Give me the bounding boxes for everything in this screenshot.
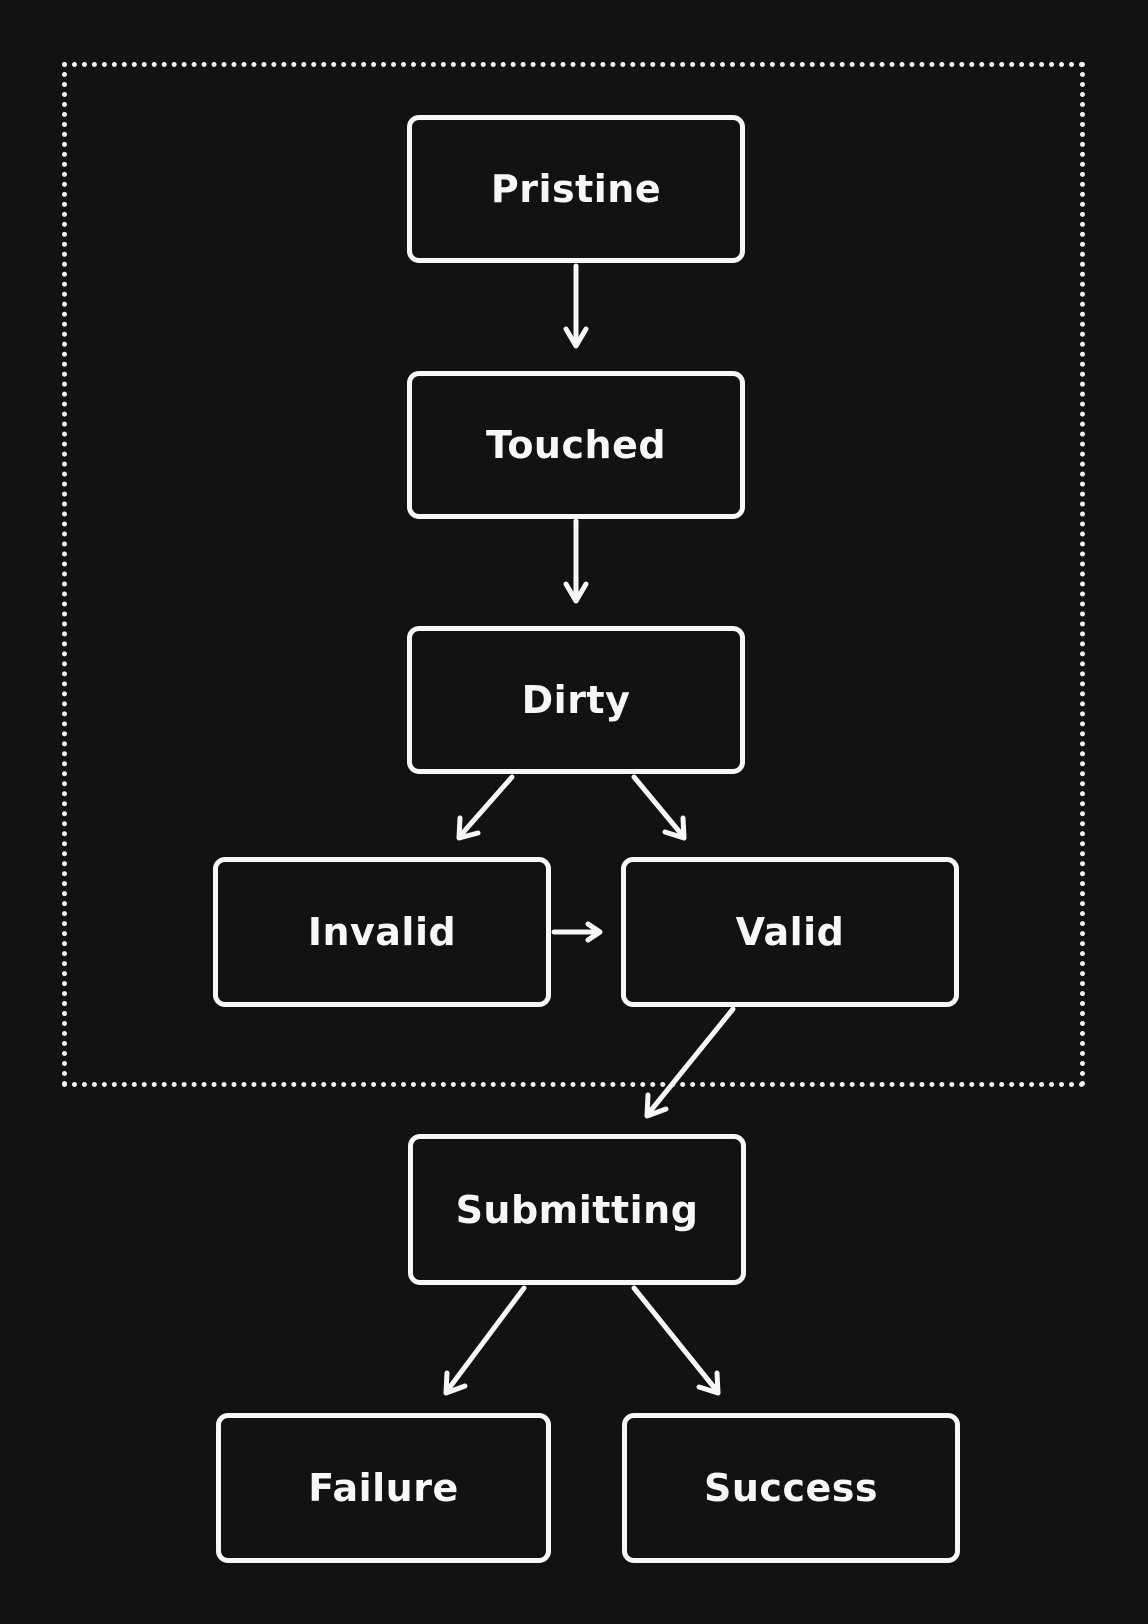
state-label-submitting: Submitting [455, 1187, 699, 1232]
state-label-pristine: Pristine [490, 167, 662, 211]
state-node-success: Success [622, 1413, 960, 1563]
edge-submitting-to-success [631, 1285, 721, 1396]
state-node-touched: Touched [407, 371, 745, 519]
state-label-touched: Touched [485, 423, 667, 467]
state-label-valid: Valid [735, 910, 845, 954]
state-label-failure: Failure [308, 1466, 459, 1510]
state-node-invalid: Invalid [213, 857, 551, 1007]
state-label-invalid: Invalid [307, 910, 457, 954]
edge-touched-to-dirty [563, 518, 589, 604]
dotted-group-boundary [62, 62, 1085, 1087]
edge-invalid-to-valid [551, 921, 603, 943]
edge-submitting-to-failure [443, 1285, 527, 1396]
edge-valid-to-submitting [644, 1006, 736, 1119]
state-node-failure: Failure [216, 1413, 551, 1563]
state-node-dirty: Dirty [407, 626, 745, 774]
edge-dirty-to-valid [631, 774, 687, 841]
state-node-pristine: Pristine [407, 115, 745, 263]
state-node-valid: Valid [621, 857, 959, 1007]
state-label-success: Success [704, 1466, 878, 1510]
edge-dirty-to-invalid [456, 774, 515, 841]
edge-pristine-to-touched [563, 263, 589, 349]
state-label-dirty: Dirty [521, 678, 631, 722]
state-node-submitting: Submitting [408, 1134, 746, 1285]
